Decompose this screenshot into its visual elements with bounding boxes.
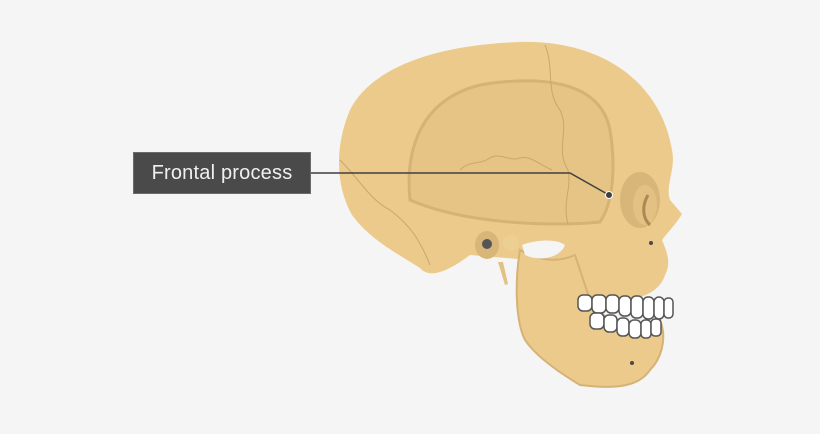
teeth bbox=[577, 294, 674, 339]
leader-dot bbox=[605, 191, 613, 199]
coronal-suture bbox=[544, 44, 570, 226]
squamous-suture bbox=[459, 155, 553, 171]
lambdoid-suture bbox=[339, 159, 431, 266]
styloid-process bbox=[498, 262, 508, 285]
frontal-process-label: Frontal process bbox=[133, 152, 311, 194]
condyle bbox=[503, 235, 519, 251]
infraorbital-foramen bbox=[649, 241, 653, 245]
mental-foramen bbox=[630, 361, 634, 365]
external-acoustic-meatus bbox=[482, 239, 492, 249]
orbit-fissure bbox=[642, 194, 652, 227]
leader-line bbox=[311, 172, 610, 196]
mandibular-notch bbox=[522, 240, 565, 259]
